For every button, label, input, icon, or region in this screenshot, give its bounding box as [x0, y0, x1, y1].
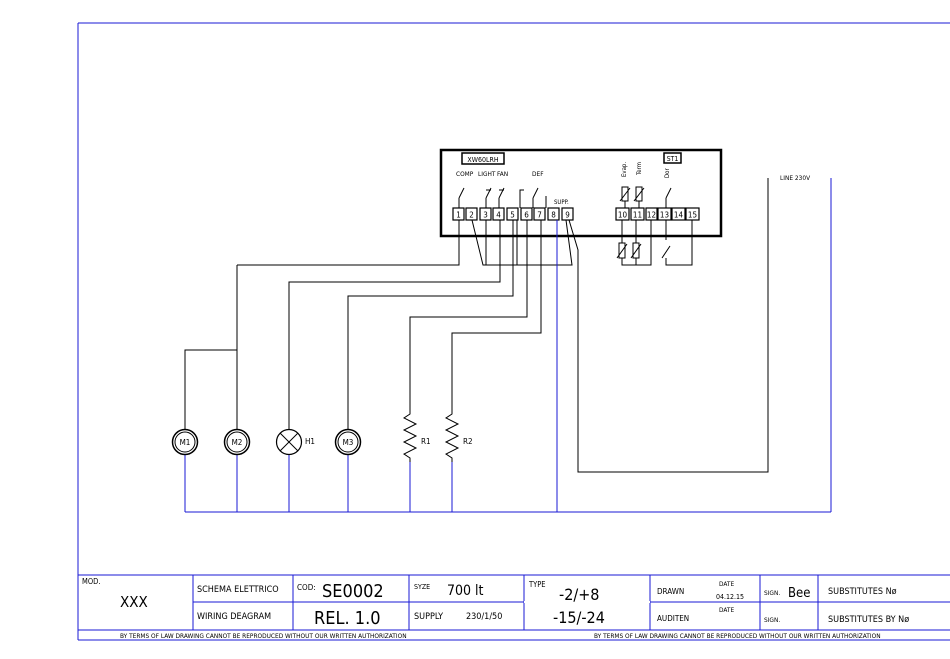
- mod-value: XXX: [120, 593, 148, 611]
- controller: XW60LRH COMP LIGHT FAN DEF SUPP. Evap. T…: [439, 148, 723, 238]
- load-M1: M1: [171, 428, 199, 456]
- terminal-4: 4: [496, 211, 501, 220]
- supply-label: SUPPLY: [414, 612, 443, 622]
- label-st1: ST1: [667, 155, 679, 163]
- line-label: LINE 230V: [780, 174, 810, 182]
- terminal-strip: 1 2 3 4 5 6 7 8 9 10 11 12 13 14 15: [452, 207, 700, 221]
- neutral-wiring: [184, 178, 832, 513]
- label-def: DEF: [532, 170, 544, 178]
- date-label-2: DATE: [719, 606, 734, 614]
- load-M3-label: M3: [343, 438, 354, 447]
- load-H1-label: H1: [305, 437, 315, 446]
- title-block: MOD. XXX SCHEMA ELETTRICO WIRING DEAGRAM…: [78, 574, 950, 641]
- substitutes-label: SUBSTITUTES Nø: [828, 587, 897, 597]
- terminal-13: 13: [660, 211, 669, 220]
- label-term: Term: [636, 162, 643, 176]
- load-R1-label: R1: [421, 437, 431, 446]
- terminal-1: 1: [456, 211, 461, 220]
- sign-label-2: SIGN.: [764, 616, 780, 624]
- sign-label-1: SIGN.: [764, 589, 780, 597]
- load-R1: R1: [402, 410, 431, 462]
- load-M1-label: M1: [180, 438, 191, 447]
- terminal-15: 15: [688, 211, 697, 220]
- cod-value: SE0002: [322, 581, 384, 602]
- load-M3: M3: [334, 428, 362, 456]
- load-R2: R2: [444, 410, 473, 462]
- type-value-2: -15/-24: [553, 608, 605, 627]
- terminal-8: 8: [551, 211, 556, 220]
- substitutes-by-label: SUBSTITUTES BY Nø: [828, 615, 909, 625]
- load-M2: M2: [223, 428, 251, 456]
- auditen-label: AUDITEN: [657, 614, 689, 623]
- label-fan: FAN: [497, 170, 508, 178]
- label-light: LIGHT: [478, 170, 496, 178]
- syze-value: 700 lt: [447, 583, 484, 599]
- drawn-label: DRAWN: [657, 587, 684, 596]
- copyright-left: BY TERMS OF LAW DRAWING CANNOT BE REPROD…: [120, 632, 407, 640]
- terminal-10: 10: [618, 211, 628, 220]
- cod-label: COD:: [297, 583, 316, 592]
- supply-value: 230/1/50: [466, 612, 502, 622]
- mod-label: MOD.: [82, 577, 100, 586]
- label-comp: COMP: [456, 170, 474, 178]
- copyright-right: BY TERMS OF LAW DRAWING CANNOT BE REPROD…: [594, 632, 881, 640]
- label-supp: SUPP.: [554, 199, 569, 206]
- syze-label: SYZE: [414, 583, 430, 591]
- date-label-1: DATE: [719, 580, 734, 588]
- terminal-12: 12: [647, 211, 656, 220]
- load-H1: H1: [275, 428, 315, 456]
- label-dor: Dor: [664, 168, 671, 178]
- sign-value-1: Bee: [788, 586, 810, 601]
- type-label: TYPE: [528, 580, 546, 589]
- terminal-2: 2: [469, 211, 474, 220]
- controller-model: XW60LRH: [467, 156, 498, 164]
- phase-wiring: [184, 178, 769, 473]
- terminal-9: 9: [565, 211, 570, 220]
- wiring-label: WIRING DEAGRAM: [197, 612, 271, 622]
- load-M2-label: M2: [232, 438, 243, 447]
- rel-value: REL. 1.0: [314, 608, 381, 629]
- terminal-6: 6: [524, 211, 529, 220]
- load-R2-label: R2: [463, 437, 473, 446]
- terminal-7: 7: [537, 211, 542, 220]
- external-probes: [616, 220, 693, 266]
- type-value-1: -2/+8: [559, 585, 599, 604]
- terminal-11: 11: [633, 211, 642, 220]
- date-value-1: 04.12.15: [716, 593, 744, 601]
- schema-label: SCHEMA ELETTRICO: [197, 585, 279, 595]
- terminal-3: 3: [483, 211, 488, 220]
- terminal-5: 5: [510, 211, 515, 220]
- label-evap: Evap.: [621, 162, 628, 177]
- terminal-14: 14: [674, 211, 684, 220]
